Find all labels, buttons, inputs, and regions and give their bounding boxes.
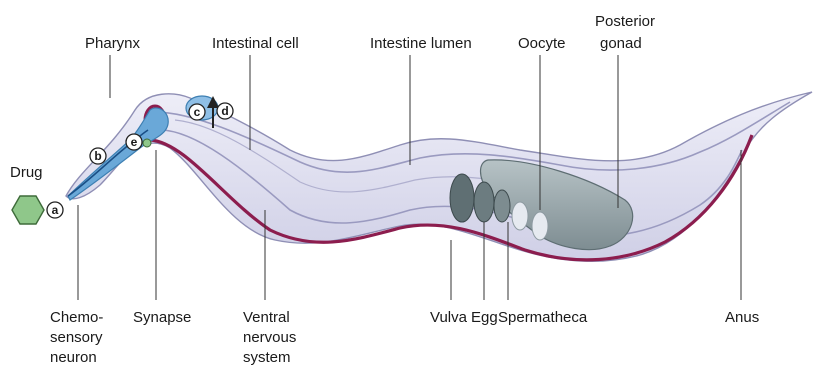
oocyte-2 xyxy=(532,212,548,240)
synapse-label: Synapse xyxy=(133,309,191,326)
ventral-label-1: Ventral xyxy=(243,309,290,326)
vulva-label: Vulva xyxy=(430,309,468,326)
marker-d: d xyxy=(217,103,233,119)
anus-label: Anus xyxy=(725,309,759,326)
pharynx-label: Pharynx xyxy=(85,35,141,52)
marker-b-label: b xyxy=(94,149,101,163)
ventral-label-3: system xyxy=(243,349,291,366)
marker-e: e xyxy=(126,134,142,150)
egg-2 xyxy=(474,182,494,222)
intestinal-cell-label: Intestinal cell xyxy=(212,35,299,52)
egg-1 xyxy=(450,174,474,222)
posterior-gonad-label-2: gonad xyxy=(600,35,642,52)
drug-label: Drug xyxy=(10,164,43,181)
synapse-dot xyxy=(143,139,151,147)
spermatheca-label: Spermatheca xyxy=(498,309,588,326)
drug-hexagon xyxy=(12,196,44,224)
egg-label: Egg xyxy=(471,309,498,326)
marker-b: b xyxy=(90,148,106,164)
ventral-label-2: nervous xyxy=(243,329,296,346)
egg-3 xyxy=(494,190,510,222)
marker-a: a xyxy=(47,202,63,218)
marker-a-label: a xyxy=(52,203,59,217)
marker-c-label: c xyxy=(194,105,201,119)
chemosensory-label-1: Chemo- xyxy=(50,309,103,326)
marker-d-label: d xyxy=(221,104,228,118)
oocyte-label: Oocyte xyxy=(518,35,566,52)
marker-c: c xyxy=(189,104,205,120)
posterior-gonad-label-1: Posterior xyxy=(595,13,655,30)
marker-e-label: e xyxy=(131,135,138,149)
oocyte-1 xyxy=(512,202,528,230)
chemosensory-label-3: neuron xyxy=(50,349,97,366)
chemosensory-label-2: sensory xyxy=(50,329,103,346)
intestine-lumen-label: Intestine lumen xyxy=(370,35,472,52)
